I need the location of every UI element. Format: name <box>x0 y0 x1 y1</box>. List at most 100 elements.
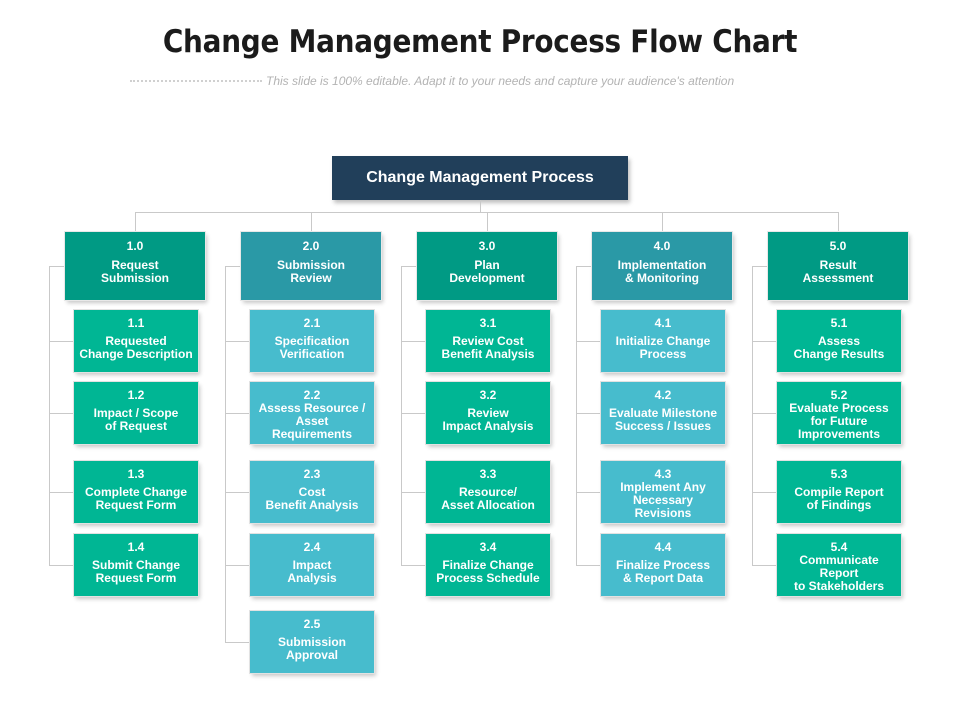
item-connector <box>225 565 250 566</box>
node-number: 5.1 <box>830 316 848 330</box>
item-connector <box>752 492 777 493</box>
spine-top-connector <box>576 266 592 267</box>
subtitle-divider <box>130 80 262 82</box>
node-number: 4.0 <box>653 239 671 253</box>
item-connector <box>401 565 426 566</box>
node-number: 2.5 <box>303 617 321 631</box>
column-spine <box>49 266 50 566</box>
node-number: 1.1 <box>127 316 145 330</box>
node-label: Finalize Process& Report Data <box>615 558 711 585</box>
item-connector <box>49 565 74 566</box>
node-label: Resource/Asset Allocation <box>441 485 535 512</box>
column-spine <box>576 266 577 566</box>
node-number: 4.4 <box>654 540 672 554</box>
item-connector <box>401 413 426 414</box>
node-number: 4.2 <box>654 388 672 402</box>
node-number: 2.0 <box>302 239 320 253</box>
item-connector <box>225 642 250 643</box>
item-connector <box>49 413 74 414</box>
column-connector <box>662 212 663 232</box>
column-connector <box>838 212 839 232</box>
node-number: 5.3 <box>830 467 848 481</box>
spine-top-connector <box>49 266 65 267</box>
item-connector <box>576 413 601 414</box>
node-number: 3.0 <box>478 239 496 253</box>
item-connector <box>752 413 777 414</box>
node-number: 2.4 <box>303 540 321 554</box>
node-number: 3.4 <box>479 540 497 554</box>
node-number: 3.2 <box>479 388 497 402</box>
spine-top-connector <box>401 266 417 267</box>
column-spine <box>225 266 226 643</box>
column-connector <box>311 212 312 232</box>
spine-top-connector <box>752 266 768 267</box>
item-connector <box>576 492 601 493</box>
node-number: 1.3 <box>127 467 145 481</box>
node-number: 4.3 <box>654 467 672 481</box>
node-number: 5.4 <box>830 540 848 554</box>
node-number: 4.1 <box>654 316 672 330</box>
item-connector <box>576 341 601 342</box>
node-label: Implementation& Monitoring <box>617 257 707 285</box>
node-number: 2.2 <box>303 388 321 402</box>
item-connector <box>49 492 74 493</box>
node-number: 5.0 <box>829 239 847 253</box>
item-connector <box>752 341 777 342</box>
node-number: 1.2 <box>127 388 145 402</box>
node-number: 5.2 <box>830 388 848 402</box>
item-connector <box>225 341 250 342</box>
node-number: 3.1 <box>479 316 497 330</box>
root-connector <box>480 200 481 212</box>
root-node: Change Management Process <box>332 156 628 200</box>
node-number: 1.4 <box>127 540 145 554</box>
item-connector <box>576 565 601 566</box>
node-number: 2.1 <box>303 316 321 330</box>
item-connector <box>225 492 250 493</box>
node-number: 3.3 <box>479 467 497 481</box>
spine-top-connector <box>225 266 241 267</box>
node-number: 1.0 <box>126 239 144 253</box>
item-connector <box>49 341 74 342</box>
